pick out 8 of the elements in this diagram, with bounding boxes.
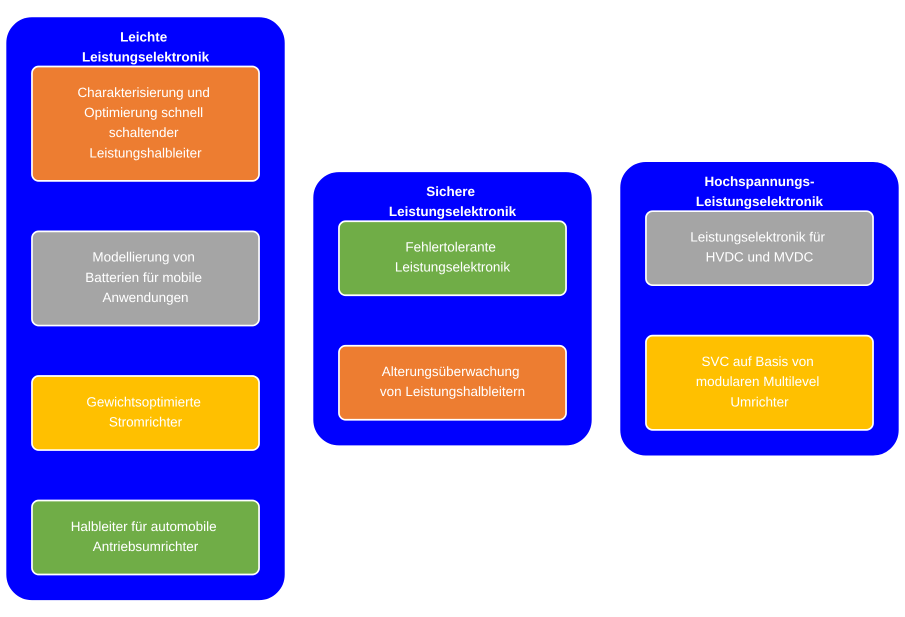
node-box: Halbleiter für automobile Antriebsumrichter — [31, 499, 260, 576]
node-box: Charakterisierung und Optimierung schnell schaltender Leistungshalbleiter — [31, 65, 260, 182]
node-box: Modellierung von Batterien für mobile Anwendungen — [31, 230, 260, 326]
node-box: Gewichtsoptimierte Stromrichter — [31, 374, 260, 451]
node-box: Leistungselektronik für HVDC und MVDC — [645, 210, 874, 286]
node-box: Fehlertolerante Leistungselektronik — [338, 220, 567, 296]
node-box: Alterungsüberwachung von Leistungshalbleitern — [338, 344, 567, 420]
node-box: SVC auf Basis von modularen Multilevel Umrichter — [645, 334, 874, 430]
